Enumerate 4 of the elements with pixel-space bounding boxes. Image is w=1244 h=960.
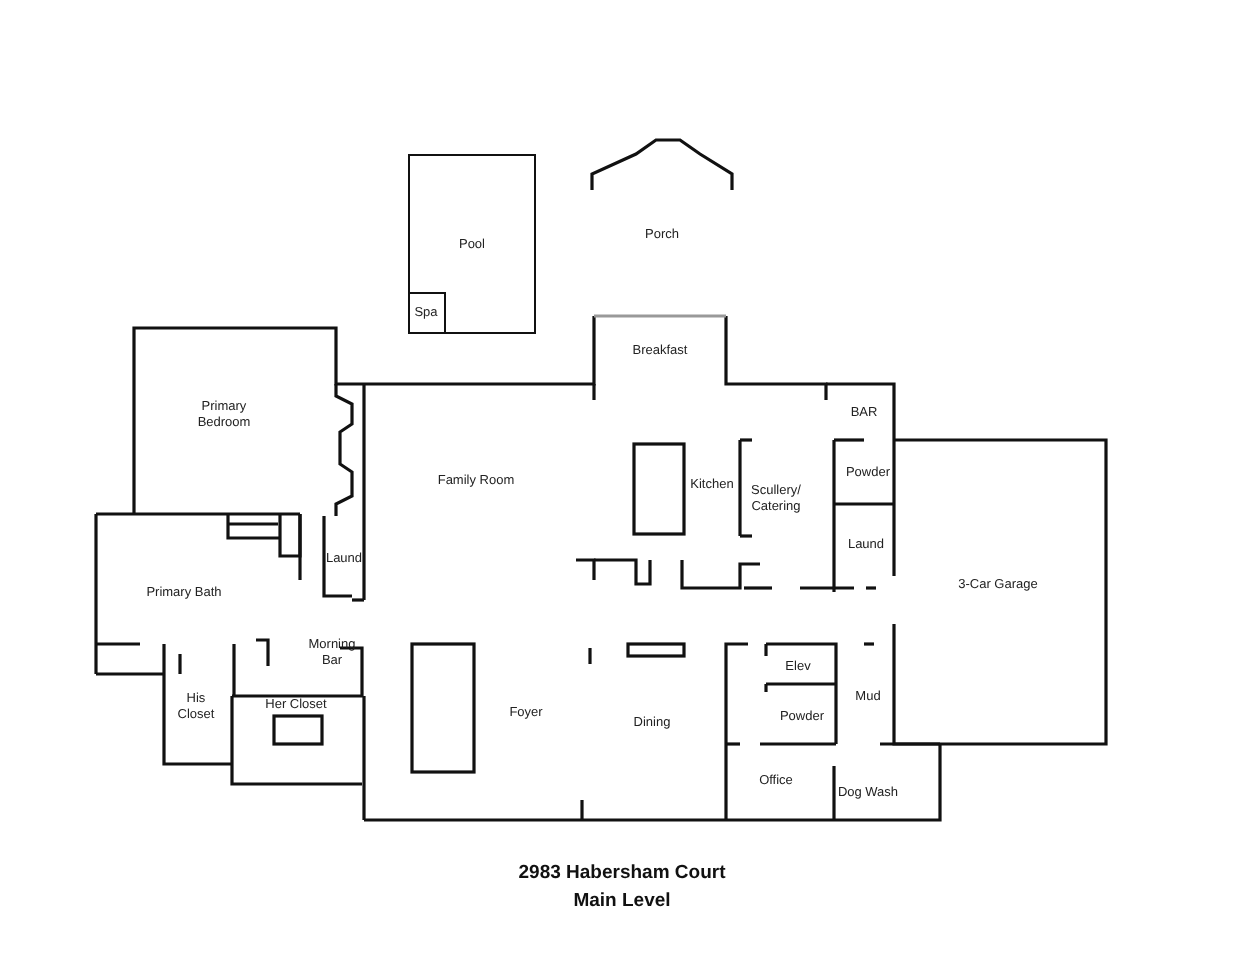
plan-caption: Main Level (571, 887, 673, 916)
spa-outline (407, 291, 445, 333)
pool-outline (408, 154, 536, 334)
plan-address: 2983 Habersham Court (516, 860, 728, 888)
